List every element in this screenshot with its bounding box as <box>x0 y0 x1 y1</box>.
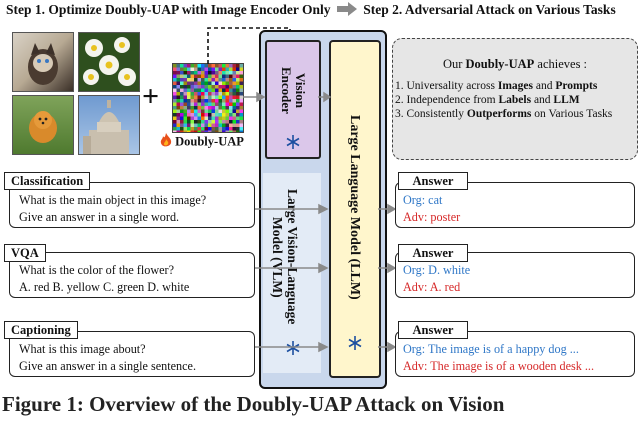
right-arrow-icon <box>336 2 357 20</box>
achievement-item: 3. Consistently Outperforms on Various T… <box>395 108 613 120</box>
vqa-tab: VQA <box>4 244 46 262</box>
prompt-line: What is the main object in this image? <box>19 193 207 207</box>
answer-tab: Answer <box>398 244 468 262</box>
prompt-line: Give an answer in a single word. <box>19 210 180 224</box>
snowflake-icon <box>285 340 301 361</box>
figure-caption: Figure 1: Overview of the Doubly-UAP Att… <box>2 392 505 416</box>
achievements-list: 1. Universality across Images and Prompt… <box>393 80 637 120</box>
step2-title: Step 2. Adversarial Attack on Various Ta… <box>363 2 616 18</box>
snowflake-icon <box>285 134 301 155</box>
vqa-prompt-box: What is the color of the flower? A. red … <box>9 252 255 298</box>
uap-noise-image <box>172 63 244 134</box>
prompt-line: What is this image about? <box>19 342 146 356</box>
prompt-line: Give an answer in a single sentence. <box>19 359 196 373</box>
answer-tab: Answer <box>398 172 468 190</box>
classification-tab: Classification <box>4 172 91 190</box>
step1-title: Step 1. Optimize Doubly-UAP with Image E… <box>6 2 331 18</box>
cat-photo <box>12 32 74 92</box>
org-answer: Org: cat <box>403 193 443 207</box>
cathedral-photo <box>78 95 140 155</box>
plus-sign: + <box>142 80 160 113</box>
answer-tab: Answer <box>398 321 468 339</box>
daisy-photo <box>78 32 140 92</box>
fire-icon <box>160 133 172 152</box>
llm-label: Large Language Model (LLM) <box>347 114 362 300</box>
adv-answer: Adv: A. red <box>403 280 461 294</box>
dog-photo <box>12 95 74 155</box>
uap-label-group: Doubly-UAP <box>160 133 244 152</box>
org-answer: Org: The image is of a happy dog ... <box>403 342 579 356</box>
llm-box: Large Language Model (LLM) <box>329 40 381 378</box>
achievements-title: Our Doubly-UAP achieves : <box>442 57 588 71</box>
achievement-item: 1. Universality across Images and Prompt… <box>395 80 598 92</box>
prompt-line: A. red B. yellow C. green D. white <box>19 280 190 294</box>
captioning-tab: Captioning <box>4 321 78 339</box>
captioning-prompt-box: What is this image about? Give an answer… <box>9 331 255 377</box>
adv-answer: Adv: The image is of a wooden desk ... <box>403 359 595 373</box>
adv-answer: Adv: poster <box>403 210 461 224</box>
achievement-item: 2. Independence from Labels and LLM <box>395 94 580 106</box>
uap-label: Doubly-UAP <box>175 134 244 149</box>
vlm-band <box>263 173 321 373</box>
header: Step 1. Optimize Doubly-UAP with Image E… <box>6 2 636 24</box>
snowflake-icon <box>347 335 363 356</box>
org-answer: Org: D. white <box>403 263 471 277</box>
achievements-box: Our Doubly-UAP achieves : 1. Universalit… <box>392 38 638 160</box>
prompt-line: What is the color of the flower? <box>19 263 174 277</box>
